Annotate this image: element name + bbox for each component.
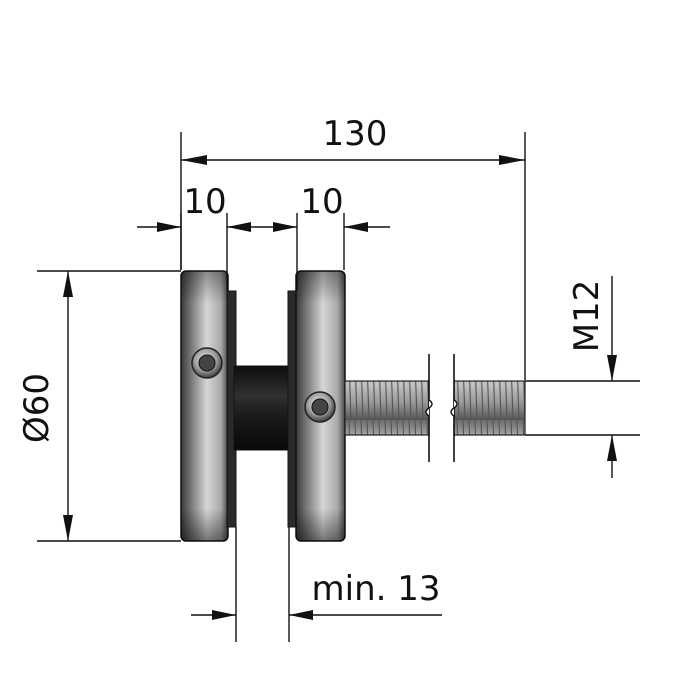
- label-min-gap: min. 13: [312, 569, 441, 609]
- dimension-right-disc: 10: [273, 182, 390, 290]
- left-clamp-disc: [180, 270, 237, 542]
- dimension-left-disc: 10: [137, 182, 273, 290]
- dimension-diameter: Ø60: [17, 270, 181, 542]
- dimension-overall-length: 130: [180, 114, 526, 380]
- label-overall-length: 130: [323, 114, 388, 154]
- dimension-min-gap: min. 13: [191, 527, 442, 642]
- rubber-spacer: [233, 365, 293, 451]
- threaded-rod: [344, 354, 526, 462]
- label-left-disc-thickness: 10: [183, 182, 226, 222]
- label-right-disc-thickness: 10: [300, 182, 343, 222]
- set-screw-left: [191, 347, 223, 379]
- dimension-thread: M12: [525, 276, 640, 478]
- set-screw-right: [304, 391, 336, 423]
- glass-clamp-fitting: [180, 270, 526, 542]
- label-thread-size: M12: [567, 280, 607, 353]
- label-diameter: Ø60: [17, 373, 57, 443]
